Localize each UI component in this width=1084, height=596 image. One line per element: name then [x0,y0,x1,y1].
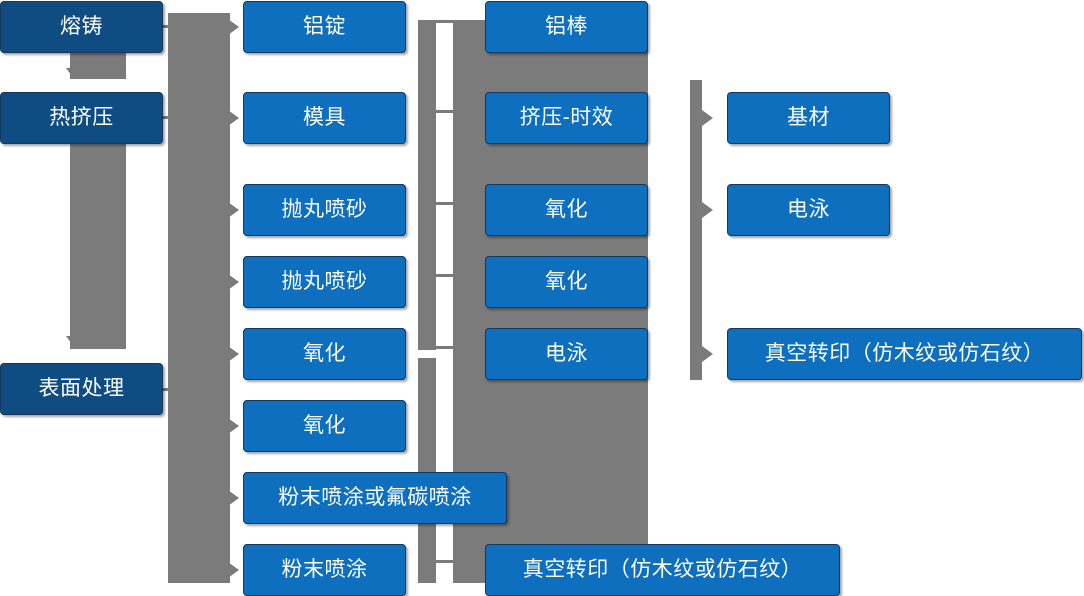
connector-stub-stage2 [161,116,173,119]
node-stage-1[interactable]: 熔铸 [0,1,163,53]
connector-arrow-proc-4 [228,274,239,290]
node-label: 粉末喷涂 [281,558,368,582]
connector-arrow-proc-3 [228,202,239,218]
connector-rung-6 [434,560,456,563]
node-treat-2[interactable]: 挤压-时效 [485,92,648,144]
node-stage-3[interactable]: 表面处理 [0,363,163,415]
node-proc-4[interactable]: 抛丸喷砂 [243,256,406,308]
node-label: 挤压-时效 [519,106,614,130]
node-proc-5[interactable]: 氧化 [243,328,406,380]
node-label: 表面处理 [38,377,125,401]
node-out-3[interactable]: 真空转印（仿木纹或仿石纹） [727,328,1082,380]
node-label: 铝锭 [303,15,346,39]
node-treat-4[interactable]: 氧化 [485,256,648,308]
connector-arrow-proc-5 [228,346,239,362]
node-stage-2[interactable]: 热挤压 [0,92,163,144]
node-label: 氧化 [545,270,588,294]
connector-arrow-out-2 [702,202,713,218]
node-label: 真空转印（仿木纹或仿石纹） [764,342,1045,366]
connector-trunk-right [690,80,702,380]
connector-arrow-proc-7 [228,490,239,506]
connector-arrow-out-3 [702,346,713,362]
connector-arrow-proc-8 [228,562,239,578]
connector-stub-stage3 [161,388,175,391]
node-out-1[interactable]: 基材 [727,92,890,144]
node-treat-1[interactable]: 铝棒 [485,1,648,53]
node-proc-3[interactable]: 抛丸喷砂 [243,184,406,236]
connector-trunk-left [168,13,230,583]
node-proc-8[interactable]: 粉末喷涂 [243,544,406,596]
node-label: 氧化 [303,414,346,438]
node-label: 铝棒 [545,15,588,39]
connector-vert-stage-left-2 [70,144,126,349]
node-proc-2[interactable]: 模具 [243,92,406,144]
node-treat-5[interactable]: 电泳 [485,328,648,380]
node-label: 热挤压 [49,106,114,130]
node-label: 抛丸喷砂 [281,270,368,294]
connector-rung-1 [434,20,456,23]
node-label: 真空转印（仿木纹或仿石纹） [522,558,803,582]
node-out-2[interactable]: 电泳 [727,184,890,236]
connector-rung-2 [434,110,456,113]
node-label: 基材 [787,106,830,130]
node-label: 电泳 [545,342,588,366]
connector-arrow-proc-6 [228,418,239,434]
node-proc-7[interactable]: 粉末喷涂或氟碳喷涂 [243,472,507,524]
node-treat-3[interactable]: 氧化 [485,184,648,236]
connector-bracket-inner [418,20,436,350]
connector-rung-5 [434,346,456,349]
node-proc-6[interactable]: 氧化 [243,400,406,452]
connector-arrow-proc-2 [228,110,239,126]
connector-stub-stage1 [161,25,173,28]
node-label: 模具 [303,106,346,130]
connector-rung-3 [434,202,456,205]
connector-rung-4 [434,274,456,277]
node-treat-6[interactable]: 真空转印（仿木纹或仿石纹） [485,544,840,596]
node-proc-1[interactable]: 铝锭 [243,1,406,53]
node-label: 熔铸 [60,15,103,39]
connector-bracket-inner-2 [418,358,436,583]
node-label: 氧化 [545,198,588,222]
node-label: 粉末喷涂或氟碳喷涂 [278,486,472,510]
connector-arrow-proc-1 [228,19,239,35]
node-label: 电泳 [787,198,830,222]
connector-arrow-out-1 [702,110,713,126]
node-label: 氧化 [303,342,346,366]
node-label: 抛丸喷砂 [281,198,368,222]
